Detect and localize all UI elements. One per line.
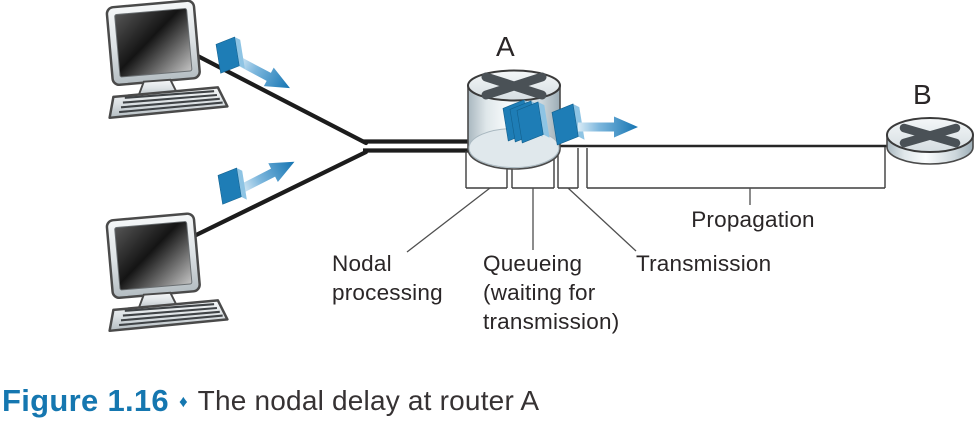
- router-a-label: A: [496, 31, 515, 62]
- packet-icon: [215, 36, 246, 74]
- figure-title: The nodal delay at router A: [197, 385, 540, 416]
- transmission-label: Transmission: [636, 251, 772, 276]
- access-link-top: [187, 49, 369, 146]
- leader-transmission: [567, 187, 637, 252]
- propagation-label: Propagation: [691, 207, 815, 232]
- leader-nodal-processing: [406, 187, 491, 253]
- parallel-link-lines: [363, 139, 470, 153]
- nodal-processing-label: Nodal processing: [332, 251, 443, 305]
- bracket-transmission: [557, 148, 579, 189]
- access-link-bottom: [187, 149, 369, 241]
- router-cross-icon: [899, 123, 961, 148]
- diamond-icon: ♦: [178, 392, 188, 411]
- router-b-label: B: [913, 79, 932, 110]
- queueing-label: Queueing (waiting for transmission): [483, 251, 620, 334]
- figure-caption: Figure 1.16 ♦ The nodal delay at router …: [2, 383, 539, 419]
- router-cross-icon: [481, 72, 547, 100]
- router-b-icon: [886, 117, 974, 165]
- host-computer-top-icon: [105, 0, 229, 120]
- packet-icon: [217, 167, 248, 205]
- bracket-propagation: [586, 147, 886, 189]
- figure-number: Figure 1.16: [2, 383, 169, 418]
- packet-arrow-icon: [578, 116, 638, 138]
